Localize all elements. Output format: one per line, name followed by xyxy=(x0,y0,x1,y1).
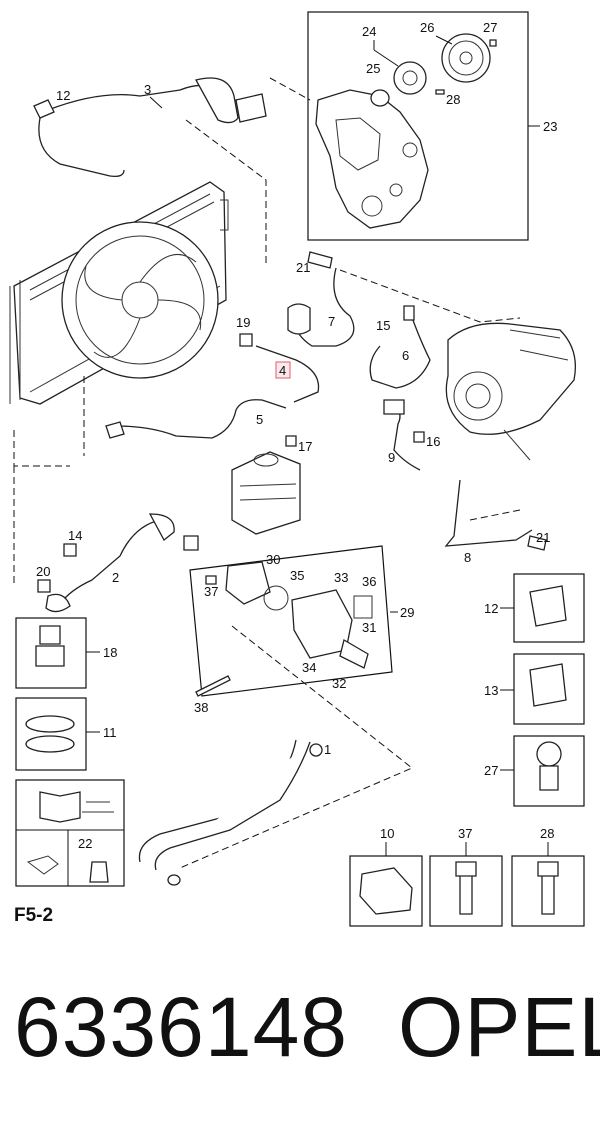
hose-5: 5 17 xyxy=(105,399,312,454)
callout-27b[interactable]: 27 xyxy=(484,763,498,778)
thermostat-box: 29 30 35 33 36 31 34 32 37 xyxy=(189,545,414,697)
callout-26[interactable]: 26 xyxy=(420,20,434,35)
callout-19[interactable]: 19 xyxy=(236,315,250,330)
callout-2[interactable]: 2 xyxy=(112,570,119,585)
water-pump-assembly-box: 23 24 25 26 27 28 xyxy=(307,11,557,241)
callout-31[interactable]: 31 xyxy=(362,620,376,635)
detail-box-28: 28 xyxy=(511,826,585,927)
callout-33[interactable]: 33 xyxy=(334,570,348,585)
callout-34[interactable]: 34 xyxy=(302,660,316,675)
callout-30[interactable]: 30 xyxy=(266,552,280,567)
callout-16[interactable]: 16 xyxy=(426,434,440,449)
oil-can-icon xyxy=(26,855,59,875)
lower-hose-2: 2 14 20 xyxy=(36,513,199,613)
callout-25[interactable]: 25 xyxy=(366,61,380,76)
leader-lines xyxy=(13,77,521,869)
callout-27[interactable]: 27 xyxy=(483,20,497,35)
callout-37b[interactable]: 37 xyxy=(458,826,472,841)
callout-22[interactable]: 22 xyxy=(78,836,92,851)
hose-9: 16 9 xyxy=(383,399,440,471)
callout-21[interactable]: 21 xyxy=(296,260,310,275)
callout-13[interactable]: 13 xyxy=(484,683,498,698)
callout-9[interactable]: 9 xyxy=(388,450,395,465)
highlight-box xyxy=(275,361,291,379)
callout-3[interactable]: 3 xyxy=(144,82,151,97)
callout-1[interactable]: 1 xyxy=(324,742,331,757)
bolt-38: 38 xyxy=(194,675,231,715)
callout-18[interactable]: 18 xyxy=(103,645,117,660)
detail-box-11: 11 xyxy=(15,697,117,771)
callout-37[interactable]: 37 xyxy=(204,584,218,599)
callout-4[interactable]: 4 xyxy=(279,363,286,378)
radiator-fan-assembly xyxy=(9,181,229,405)
callout-15[interactable]: 15 xyxy=(376,318,390,333)
detail-box-37: 37 xyxy=(429,826,503,927)
page-code: F5-2 xyxy=(14,905,54,926)
callout-29[interactable]: 29 xyxy=(400,605,414,620)
pipe-8: 21 8 xyxy=(444,479,550,565)
callout-6[interactable]: 6 xyxy=(402,348,409,363)
detail-box-10: 10 xyxy=(349,826,423,927)
callout-23[interactable]: 23 xyxy=(543,119,557,134)
callout-11[interactable]: 11 xyxy=(103,725,117,740)
callout-32[interactable]: 32 xyxy=(332,676,346,691)
callout-7[interactable]: 7 xyxy=(328,314,335,329)
callout-21b[interactable]: 21 xyxy=(536,530,550,545)
turbocharger xyxy=(445,322,577,461)
callout-38[interactable]: 38 xyxy=(194,700,208,715)
book-icon xyxy=(39,791,81,823)
brand-name: OPEL xyxy=(398,980,600,1074)
coolant-reservoir xyxy=(231,451,301,535)
callout-5[interactable]: 5 xyxy=(256,412,263,427)
callout-14[interactable]: 14 xyxy=(68,528,82,543)
callout-12b[interactable]: 12 xyxy=(484,601,498,616)
callout-28b[interactable]: 28 xyxy=(540,826,554,841)
callout-28[interactable]: 28 xyxy=(446,92,460,107)
detail-box-27: 27 xyxy=(484,735,585,807)
callout-17[interactable]: 17 xyxy=(298,439,312,454)
callout-20[interactable]: 20 xyxy=(36,564,50,579)
hose-6: 15 6 xyxy=(369,305,431,389)
detail-box-12: 12 xyxy=(484,573,585,643)
callout-35[interactable]: 35 xyxy=(290,568,304,583)
hose-7: 7 21 xyxy=(287,251,355,347)
callout-36[interactable]: 36 xyxy=(362,574,376,589)
detail-box-18: 18 xyxy=(15,617,117,689)
callout-8[interactable]: 8 xyxy=(464,550,471,565)
hose-4: 19 4 xyxy=(236,315,320,403)
detail-box-tools: 22 xyxy=(15,779,125,887)
detail-box-13: 13 xyxy=(484,653,585,725)
callout-12[interactable]: 12 xyxy=(56,88,70,103)
parts-diagram: 23 24 25 26 27 28 xyxy=(9,11,585,927)
pipe-1: 1 xyxy=(138,739,331,886)
part-number: 6336148 xyxy=(14,980,349,1074)
callout-24[interactable]: 24 xyxy=(362,24,376,39)
callout-10[interactable]: 10 xyxy=(380,826,394,841)
hose-3: 12 3 xyxy=(33,77,267,178)
